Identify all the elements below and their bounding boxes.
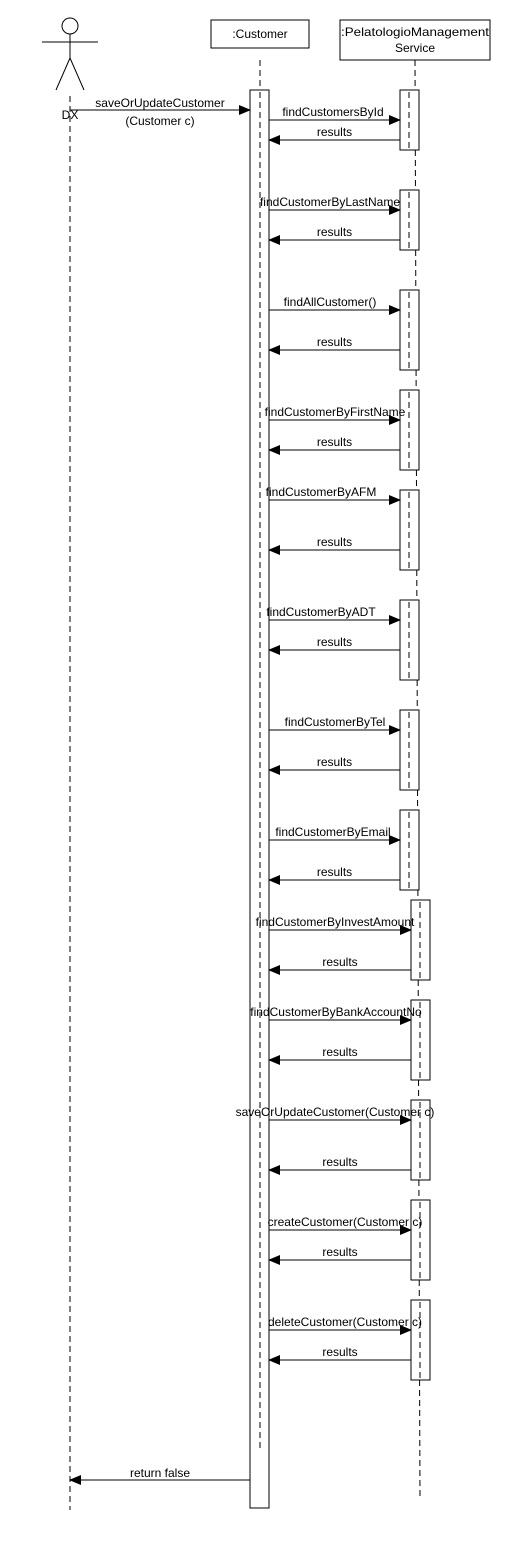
- reply-label-11: results: [322, 1155, 357, 1169]
- reply-label-9: results: [322, 955, 357, 969]
- call-label-10: findCustomerByBankAccountNo: [250, 1005, 422, 1019]
- activation-service-11: [410, 1099, 431, 1181]
- reply-label-4: results: [317, 435, 352, 449]
- reply-label-10: results: [322, 1045, 357, 1059]
- activation-customer: [249, 89, 270, 1509]
- init-message-line1: saveOrUpdateCustomer: [95, 96, 224, 110]
- init-message-line2: (Customer c): [125, 114, 194, 128]
- reply-label-6: results: [317, 635, 352, 649]
- call-label-1: findCustomersById: [282, 105, 383, 119]
- activation-service-3: [399, 289, 420, 371]
- init-message: saveOrUpdateCustomer (Customer c): [70, 96, 251, 128]
- call-label-5: findCustomerByAFM: [266, 485, 377, 499]
- reply-label-12: results: [322, 1245, 357, 1259]
- participant-service-label-line1: :PelatologioManagement: [341, 25, 490, 39]
- activation-service-1: [399, 89, 420, 151]
- call-label-6: findCustomerByADT: [266, 605, 376, 619]
- final-return-label: return false: [130, 1466, 190, 1480]
- call-block-5: findCustomerByAFM results: [266, 485, 420, 571]
- reply-label-2: results: [317, 225, 352, 239]
- participant-service-label-line2: Service: [395, 41, 435, 55]
- activation-service-2: [399, 189, 420, 251]
- participant-customer: :Customer: [210, 19, 310, 49]
- activation-service-6: [399, 599, 420, 681]
- reply-label-7: results: [317, 755, 352, 769]
- call-block-4: findCustomerByFirstName results: [265, 389, 420, 471]
- call-block-13: deleteCustomer(Customer c) results: [268, 1299, 431, 1381]
- activation-service-8: [399, 809, 420, 891]
- call-label-3: findAllCustomer(): [284, 295, 377, 309]
- reply-label-3: results: [317, 335, 352, 349]
- call-block-9: findCustomerByInvestAmount results: [256, 899, 431, 981]
- actor-head: [61, 17, 79, 35]
- actor-dx: DX: [42, 17, 98, 122]
- participant-service: :PelatologioManagement Service: [339, 19, 491, 61]
- call-label-11: saveOrUpdateCustomer(Customer c): [236, 1105, 435, 1119]
- actor-right-leg: [69, 57, 85, 91]
- call-block-12: createCustomer(Customer c) results: [268, 1199, 431, 1281]
- call-label-9: findCustomerByInvestAmount: [256, 915, 415, 929]
- participant-customer-label: :Customer: [232, 27, 287, 41]
- activation-service-9: [410, 899, 431, 981]
- call-block-7: findCustomerByTel results: [268, 709, 420, 791]
- reply-label-8: results: [317, 865, 352, 879]
- call-block-8: findCustomerByEmail results: [268, 809, 420, 891]
- activation-service-13: [410, 1299, 431, 1381]
- call-block-2: findCustomerByLastName results: [260, 189, 420, 251]
- call-label-7: findCustomerByTel: [285, 715, 386, 729]
- activation-service-10: [410, 999, 431, 1081]
- call-block-10: findCustomerByBankAccountNo results: [250, 999, 431, 1081]
- call-block-11: saveOrUpdateCustomer(Customer c) results: [236, 1099, 435, 1181]
- reply-label-5: results: [317, 535, 352, 549]
- participant-customer-box: [210, 19, 310, 49]
- activation-service-12: [410, 1199, 431, 1281]
- call-label-2: findCustomerByLastName: [260, 195, 400, 209]
- activation-service-4: [399, 389, 420, 471]
- call-block-3: findAllCustomer() results: [268, 289, 420, 371]
- reply-label-13: results: [322, 1345, 357, 1359]
- final-return: return false: [69, 1466, 250, 1485]
- participant-service-box: [339, 19, 491, 61]
- call-block-1: findCustomersById results: [268, 89, 420, 151]
- activation-service-5: [399, 489, 420, 571]
- actor-left-leg: [55, 57, 71, 91]
- call-label-8: findCustomerByEmail: [275, 825, 390, 839]
- call-label-12: createCustomer(Customer c): [268, 1215, 423, 1229]
- call-label-13: deleteCustomer(Customer c): [268, 1315, 422, 1329]
- calls-layer: findCustomersByIdresultsfindCustomerByLa…: [236, 89, 435, 1381]
- call-block-6: findCustomerByADT results: [266, 599, 420, 681]
- call-label-4: findCustomerByFirstName: [265, 405, 406, 419]
- actor-label: DX: [62, 108, 79, 122]
- reply-label-1: results: [317, 125, 352, 139]
- activation-service-7: [399, 709, 420, 791]
